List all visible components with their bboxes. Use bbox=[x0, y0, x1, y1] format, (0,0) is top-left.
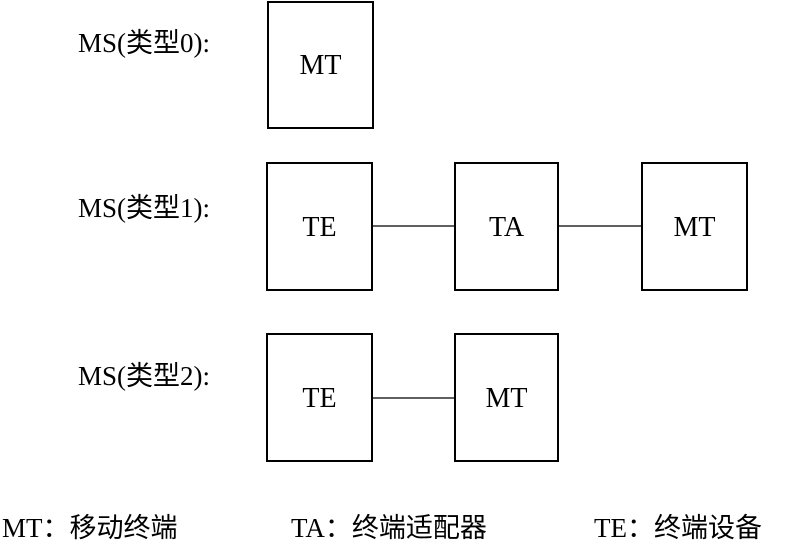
row-label-type-2: MS(类型2): bbox=[78, 361, 210, 391]
row-label-type-0: MS(类型0): bbox=[78, 28, 210, 58]
box-type1-ta bbox=[454, 162, 559, 291]
box-type1-te bbox=[266, 162, 373, 291]
box-label-type1-mt: MT bbox=[674, 212, 716, 243]
row-type-0: MS(类型0): MT bbox=[78, 1, 374, 129]
legend-ta: TA：终端适配器 bbox=[291, 513, 487, 543]
box-label-type1-te: TE bbox=[302, 212, 336, 243]
box-type0-mt bbox=[267, 1, 374, 129]
box-type1-mt bbox=[641, 162, 748, 291]
legend-mt: MT：移动终端 bbox=[2, 513, 178, 543]
box-label-type0-mt: MT bbox=[300, 50, 342, 81]
row-label-type-1: MS(类型1): bbox=[78, 193, 210, 223]
box-label-type1-ta: TA bbox=[489, 212, 525, 243]
box-label-type2-te: TE bbox=[302, 383, 336, 414]
box-label-type2-mt: MT bbox=[486, 383, 528, 414]
box-type2-mt bbox=[454, 333, 559, 462]
row-type-2: MS(类型2): TE MT bbox=[78, 333, 559, 462]
legend: MT：移动终端 TA：终端适配器 TE：终端设备 bbox=[2, 513, 762, 543]
legend-te: TE：终端设备 bbox=[594, 513, 762, 543]
row-type-1: MS(类型1): TE TA MT bbox=[78, 162, 748, 291]
box-type2-te bbox=[266, 333, 373, 462]
